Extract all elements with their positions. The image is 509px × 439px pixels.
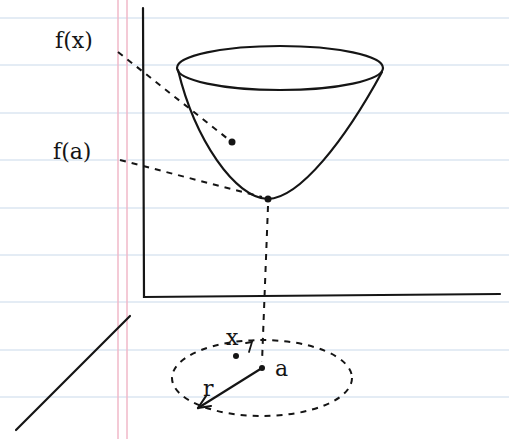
- point-label: a: [275, 358, 288, 380]
- drop-line: [262, 206, 268, 362]
- dashed: [118, 52, 352, 416]
- margin-lines: [118, 0, 127, 439]
- radius: [198, 368, 262, 408]
- radius-label: r: [203, 378, 214, 400]
- bowl-rim: [177, 46, 383, 90]
- perspective-axis: [16, 316, 130, 430]
- tick: [246, 342, 252, 352]
- axes: [143, 8, 500, 297]
- leader-fx: [118, 52, 228, 139]
- ink: [16, 8, 500, 430]
- bowl-side: [178, 70, 382, 199]
- disk: [172, 340, 352, 416]
- function-value-label: f(a): [53, 141, 91, 163]
- point-label: x: [226, 327, 238, 349]
- ruled-lines: [0, 18, 509, 397]
- function-value-label: f(x): [55, 30, 93, 52]
- leader-fa: [120, 160, 262, 197]
